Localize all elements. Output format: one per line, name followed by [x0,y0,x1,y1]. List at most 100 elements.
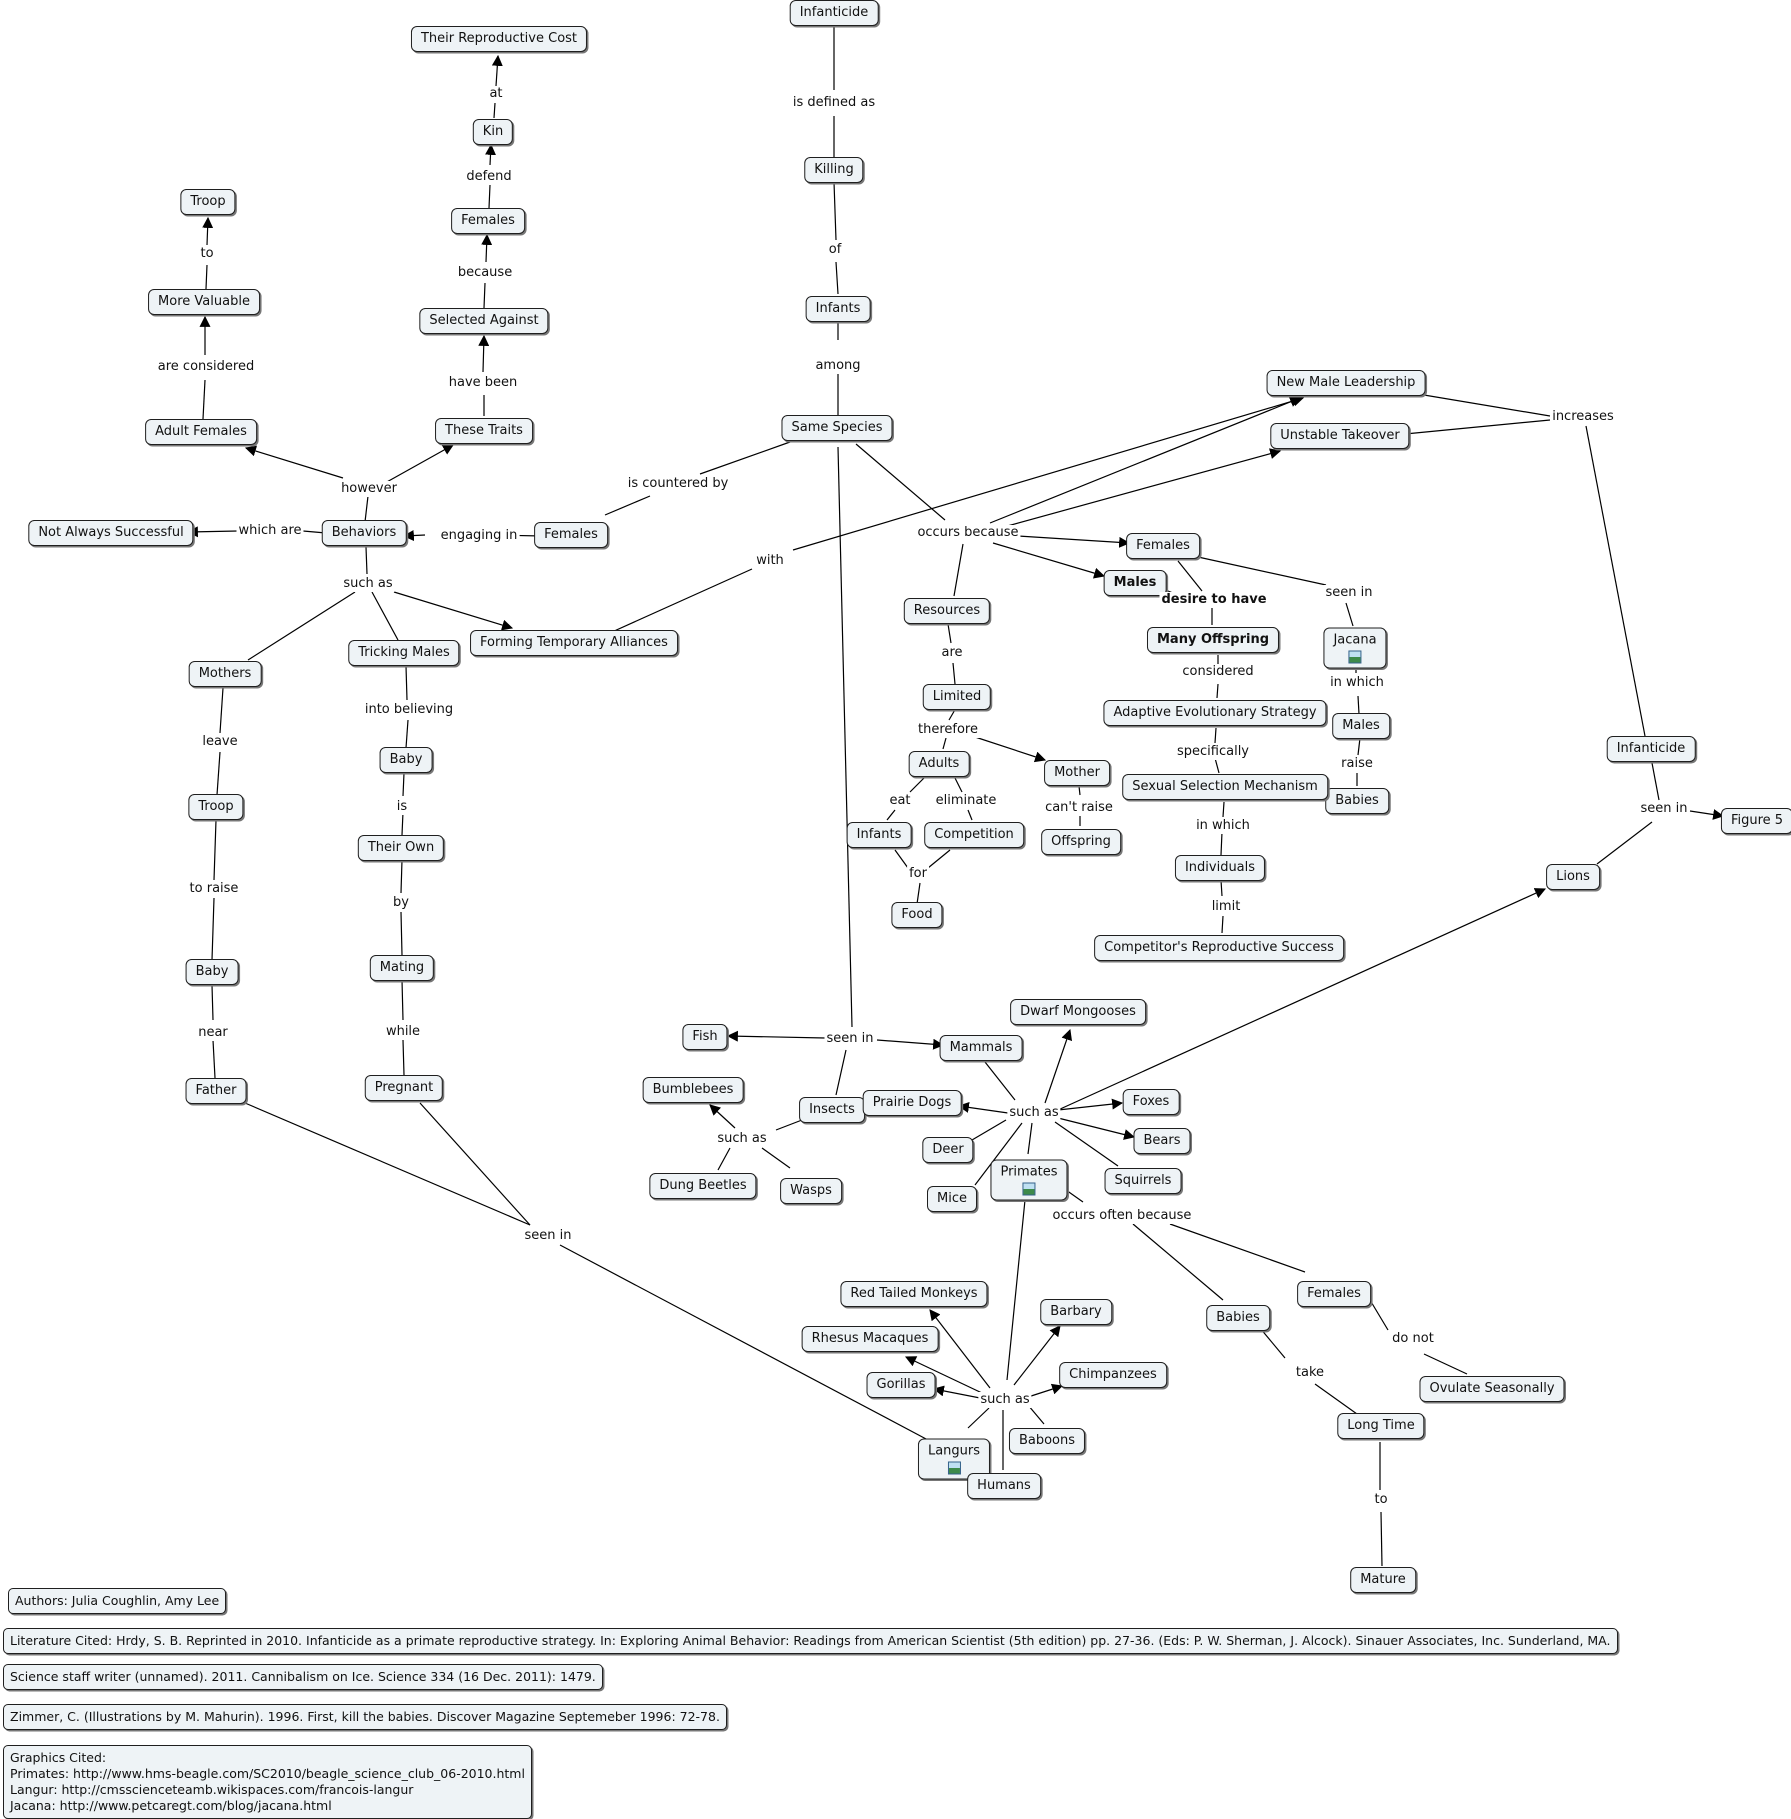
concept-bears[interactable]: Bears [1133,1128,1191,1154]
concept-these-traits[interactable]: These Traits [435,418,533,444]
graphics-cited-jacana: Jacana: http://www.petcaregt.com/blog/ja… [10,1798,332,1813]
concept-rhesus-macaques[interactable]: Rhesus Macaques [801,1326,939,1352]
link-label: such as [978,1392,1032,1408]
concept-baby[interactable]: Baby [185,959,239,985]
concept-food[interactable]: Food [891,902,943,928]
concept-red-tailed-monkeys[interactable]: Red Tailed Monkeys [840,1281,988,1307]
concept-same-species[interactable]: Same Species [781,415,893,441]
concept-sexual-selection-mechanism[interactable]: Sexual Selection Mechanism [1122,774,1328,800]
concept-adults[interactable]: Adults [908,751,970,777]
link-label: such as [341,576,395,592]
concept-bumblebees[interactable]: Bumblebees [642,1077,744,1103]
concept-dung-beetles[interactable]: Dung Beetles [649,1173,757,1199]
concept-humans[interactable]: Humans [967,1473,1041,1499]
concept-mating[interactable]: Mating [369,955,435,981]
concept-females-primates[interactable]: Females [1297,1281,1371,1307]
link-label: however [339,481,399,497]
concept-new-male-leadership[interactable]: New Male Leadership [1266,370,1426,396]
concept-troop-leave[interactable]: Troop [188,794,244,820]
concept-barbary[interactable]: Barbary [1040,1299,1112,1325]
link-label: can't raise [1043,800,1115,816]
link-label: for [907,866,929,882]
concept-unstable-takeover[interactable]: Unstable Takeover [1270,423,1410,449]
image-icon[interactable] [1022,1182,1036,1196]
concept-infanticide[interactable]: Infanticide [789,0,879,26]
link-label: with [754,553,786,569]
link-label: limit [1209,899,1243,915]
concept-their-own[interactable]: Their Own [357,835,445,861]
concept-long-time[interactable]: Long Time [1337,1413,1425,1439]
concept-more-valuable[interactable]: More Valuable [148,289,260,315]
concept-offspring[interactable]: Offspring [1041,829,1121,855]
concept-males[interactable]: Males [1103,570,1167,596]
concept-tricking-males[interactable]: Tricking Males [348,640,460,666]
concept-mothers[interactable]: Mothers [188,661,262,687]
concept-mother[interactable]: Mother [1044,760,1110,786]
concept-father[interactable]: Father [185,1078,247,1104]
concept-dwarf-mongooses[interactable]: Dwarf Mongooses [1010,999,1146,1025]
concept-insects[interactable]: Insects [799,1097,865,1123]
concept-infants[interactable]: Infants [805,296,871,322]
concept-pregnant[interactable]: Pregnant [364,1075,444,1101]
concept-langurs[interactable]: Langurs [917,1438,991,1480]
concept-babies-jacana[interactable]: Babies [1325,788,1389,814]
concept-mammals[interactable]: Mammals [939,1035,1023,1061]
graphics-cited-langur: Langur: http://cmsscienceteamb.wikispace… [10,1782,414,1797]
link-label: leave [200,734,240,750]
concept-ovulate-seasonally[interactable]: Ovulate Seasonally [1419,1376,1565,1402]
concept-not-always-successful[interactable]: Not Always Successful [28,520,194,546]
link-label: such as [1007,1105,1061,1121]
link-label: considered [1180,664,1256,680]
concept-kin[interactable]: Kin [472,119,514,145]
concept-killing[interactable]: Killing [804,157,864,183]
concept-foxes[interactable]: Foxes [1122,1089,1180,1115]
concept-competition[interactable]: Competition [924,822,1024,848]
concept-behaviors[interactable]: Behaviors [321,520,407,546]
concept-babies-primates[interactable]: Babies [1206,1305,1270,1331]
concept-wasps[interactable]: Wasps [780,1178,842,1204]
link-label: are [939,645,965,661]
literature-cited-1[interactable]: Literature Cited: Hrdy, S. B. Reprinted … [3,1628,1618,1654]
image-icon[interactable] [1348,650,1362,664]
concept-competitors-reproductive-success[interactable]: Competitor's Reproductive Success [1094,935,1344,961]
concept-fish[interactable]: Fish [682,1024,728,1050]
concept-individuals[interactable]: Individuals [1174,855,1266,881]
concept-their-reproductive-cost[interactable]: Their Reproductive Cost [410,26,588,52]
concept-resources[interactable]: Resources [903,598,991,624]
literature-cited-3[interactable]: Zimmer, C. (Illustrations by M. Mahurin)… [3,1704,727,1730]
link-label: raise [1339,756,1375,772]
concept-troop[interactable]: Troop [180,189,236,215]
concept-figure-5[interactable]: Figure 5 [1720,808,1791,834]
literature-cited-2[interactable]: Science staff writer (unnamed). 2011. Ca… [3,1664,603,1690]
concept-infanticide-right[interactable]: Infanticide [1606,736,1696,762]
concept-females-defend[interactable]: Females [451,208,525,234]
concept-chimpanzees[interactable]: Chimpanzees [1059,1362,1167,1388]
concept-squirrels[interactable]: Squirrels [1104,1168,1182,1194]
concept-lions[interactable]: Lions [1546,864,1600,890]
concept-adult-females[interactable]: Adult Females [145,419,257,445]
concept-males-jacana[interactable]: Males [1332,713,1390,739]
graphics-cited[interactable]: Graphics Cited: Primates: http://www.hms… [3,1745,532,1819]
concept-infants-eat[interactable]: Infants [846,822,912,848]
authors-box[interactable]: Authors: Julia Coughlin, Amy Lee [8,1588,227,1614]
concept-mice[interactable]: Mice [927,1186,977,1212]
concept-baboons[interactable]: Baboons [1008,1428,1086,1454]
concept-gorillas[interactable]: Gorillas [866,1372,936,1398]
concept-baby-believing[interactable]: Baby [379,747,433,773]
image-icon[interactable] [947,1461,961,1475]
concept-forming-temporary-alliances[interactable]: Forming Temporary Alliances [470,630,678,656]
concept-adaptive-evolutionary-strategy[interactable]: Adaptive Evolutionary Strategy [1103,700,1327,726]
link-label: have been [446,375,520,391]
concept-females[interactable]: Females [534,522,608,548]
concept-prairie-dogs[interactable]: Prairie Dogs [862,1090,962,1116]
link-label: specifically [1174,744,1252,760]
concept-deer[interactable]: Deer [922,1137,974,1163]
concept-limited[interactable]: Limited [922,684,992,710]
concept-many-offspring[interactable]: Many Offspring [1146,627,1280,653]
concept-primates[interactable]: Primates [990,1159,1068,1201]
jacana-label: Jacana [1333,632,1377,648]
concept-selected-against[interactable]: Selected Against [419,308,549,334]
concept-jacana[interactable]: Jacana [1323,627,1387,669]
concept-females-right[interactable]: Females [1126,533,1200,559]
concept-mature[interactable]: Mature [1350,1567,1416,1593]
